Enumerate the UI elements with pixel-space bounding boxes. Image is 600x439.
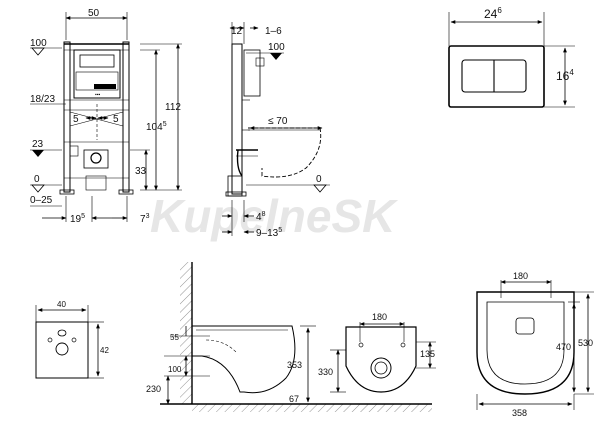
bowl-top-530: 530 — [578, 338, 593, 348]
front-floor-range: 0–25 — [30, 195, 53, 206]
bowl-front-135: 135 — [420, 349, 435, 359]
front-width-label: 50 — [88, 8, 100, 19]
bowl-top-view: 180 530 470 358 — [476, 271, 594, 418]
side-bottom-4-8: 48 — [256, 211, 266, 223]
bowl-top-180: 180 — [513, 271, 528, 281]
side-top-12: 12 — [231, 26, 243, 37]
bowl-side-353: 353 — [287, 360, 302, 370]
front-level-0: 0 — [34, 174, 40, 185]
bowl-top-358: 358 — [512, 408, 527, 418]
panel-width-label: 40 — [57, 300, 66, 309]
frame-side-view: 12 1–6 100 ≤ 70 0 48 9–135 — [222, 22, 330, 239]
front-level-23: 23 — [32, 139, 44, 150]
plate-height-label: 164 — [556, 68, 574, 83]
bowl-front-180: 180 — [372, 312, 387, 322]
watermark-text: KupelneSK — [150, 190, 398, 242]
small-panel-view: 40 42 — [35, 300, 109, 379]
bowl-top-470: 470 — [556, 342, 571, 352]
bolt-dim-right: 5 — [113, 114, 119, 125]
front-side-dim-18-23: 18/23 — [30, 94, 55, 105]
flush-plate-view: 246 164 — [448, 6, 575, 108]
front-height-33: 33 — [135, 166, 147, 177]
bowl-side-67: 67 — [289, 394, 299, 404]
side-max-depth: ≤ 70 — [268, 116, 288, 127]
side-level-0: 0 — [316, 174, 322, 185]
bowl-front-330: 330 — [318, 367, 333, 377]
front-level-100: 100 — [30, 38, 47, 49]
front-bottom-right-dim: 73 — [140, 213, 150, 225]
bowl-side-230: 230 — [146, 384, 161, 394]
side-level-100: 100 — [268, 42, 285, 53]
frame-front-view: 50 ▪▪▪ 5 5 100 18/ — [30, 8, 182, 225]
bowl-side-55: 55 — [170, 333, 179, 342]
front-height-112: 112 — [165, 102, 181, 113]
bowl-side-100: 100 — [168, 365, 182, 374]
bowl-side-view: 55 100 230 353 67 — [146, 262, 432, 412]
bowl-front-view: 180 135 330 — [318, 312, 436, 393]
front-bottom-left-dim: 195 — [70, 213, 85, 225]
svg-text:▪▪▪: ▪▪▪ — [95, 92, 101, 98]
front-height-104: 1045 — [146, 121, 167, 133]
panel-height-label: 42 — [100, 346, 109, 355]
side-top-1-6: 1–6 — [265, 26, 282, 37]
side-bottom-9-13: 9–135 — [256, 227, 282, 239]
plate-width-label: 246 — [484, 6, 502, 21]
bolt-dim-left: 5 — [73, 114, 79, 125]
